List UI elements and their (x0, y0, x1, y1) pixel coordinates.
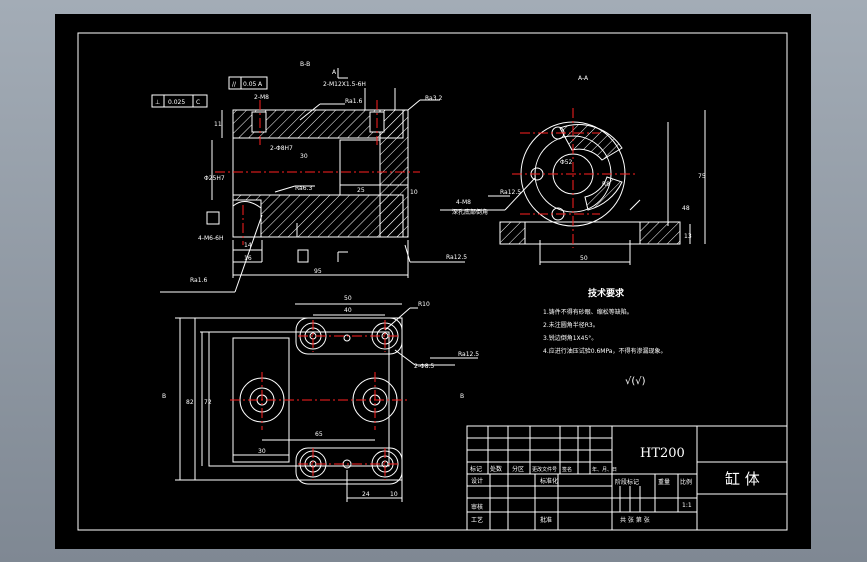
dim-10: 10 (410, 189, 418, 196)
tech-req-title: 技术要求 (588, 287, 625, 299)
roughness-5: Ra1.6 (190, 277, 207, 284)
dim-25: 25 (357, 187, 365, 194)
side-dim-d: Φ52 (560, 159, 573, 166)
top-dim-r10: R10 (418, 301, 430, 308)
top-mark-b-right: B (460, 393, 464, 400)
tb-approve: 批准 (540, 516, 552, 524)
roughness-1: Ra1.6 (345, 98, 362, 105)
tech-req-item: 2.未注圆角半径R3。 (543, 321, 599, 329)
drawing-viewport[interactable]: B-B A 0.05 // A ⊥ 0.025 C 2-M8 2-Φ8H7 2-… (55, 14, 811, 549)
tb-row1-col5: 签名 (562, 466, 572, 473)
datum-c-label: C (196, 99, 200, 106)
tb-row1-col6: 年、月、日 (592, 466, 617, 473)
top-dim-65: 65 (315, 431, 323, 438)
top-dim-10: 10 (390, 491, 398, 498)
top-dim-82: 82 (186, 399, 194, 406)
side-dim-48: 48 (682, 205, 690, 212)
dim-16: 16 (244, 255, 252, 262)
drawing-border (77, 32, 788, 531)
tol-perp-value: 0.025 (168, 99, 185, 106)
roughness-2: Ra3.2 (425, 95, 442, 102)
tb-scale: 1:1 (682, 502, 692, 509)
side-thread-label: 4-M8 (456, 199, 471, 206)
tb-standard: 标准化 (540, 477, 558, 485)
side-note: 深孔底部倒角 (452, 208, 488, 216)
material-label: HT200 (640, 446, 685, 461)
side-roughness: Ra12.5 (500, 189, 521, 196)
dim-width: 95 (314, 268, 322, 275)
centerlines (215, 100, 635, 480)
front-section-mark: A (332, 69, 337, 76)
side-dim-50: 50 (580, 255, 588, 262)
top-view (175, 303, 478, 502)
side-dim-r: R8 (602, 181, 610, 188)
tol-parallel-value: 0.05 (243, 81, 257, 88)
drawing-canvas: B-B A 0.05 // A ⊥ 0.025 C 2-M8 2-Φ8H7 2-… (77, 32, 788, 531)
top-roughness: Ra12.5 (458, 351, 479, 358)
dim-h: 11 (214, 121, 222, 128)
side-dim-13: 13 (684, 233, 692, 240)
hole-label-2: 2-Φ8H7 (270, 145, 293, 152)
top-mark-b-left: B (162, 393, 166, 400)
dim-bore: Φ25H7 (204, 175, 225, 182)
roughness-4: Ra12.5 (446, 254, 467, 261)
top-dim-30: 30 (258, 448, 266, 455)
parallel-icon: // (232, 81, 237, 88)
tb-review: 审核 (471, 503, 483, 511)
dim-left: 4-M6-6H (198, 235, 223, 242)
roughness-symbol: √(√) (625, 376, 646, 387)
tb-row1-col2: 处数 (490, 465, 502, 473)
tb-designer: 设计 (471, 477, 483, 485)
top-dim-40: 40 (344, 307, 352, 314)
dim-14: 14 (244, 242, 252, 249)
hole-label-1: 2-M8 (254, 94, 269, 101)
top-hole-label: 2-Φ8.5 (414, 363, 434, 370)
side-section-label: A-A (578, 75, 589, 82)
perp-icon: ⊥ (155, 99, 160, 106)
tech-req-item: 3.锐边倒角1X45°。 (543, 334, 597, 342)
tb-process: 工艺 (471, 516, 483, 524)
hole-label-3: 2-M12X1.5-6H (323, 81, 366, 88)
tb-row1-col1: 标记 (470, 465, 482, 473)
front-section-view (151, 68, 465, 293)
top-dim-50: 50 (344, 295, 352, 302)
tb-scale-label: 比例 (680, 478, 692, 486)
tb-row1-col4: 更改文件号 (532, 466, 557, 473)
front-section-label: B-B (300, 61, 310, 68)
dim-30: 30 (300, 153, 308, 160)
tech-requirements: 技术要求 1.铸件不得有砂眼、缩松等缺陷。 2.未注圆角半径R3。 3.锐边倒角… (543, 287, 666, 387)
tb-sheet: 共 张 第 张 (620, 516, 650, 524)
tb-stage: 阶段标记 (615, 478, 639, 486)
tb-row1-col3: 分区 (512, 465, 524, 473)
tech-req-item: 4.应进行油压试验0.6MPa，不得有渗漏现象。 (543, 347, 666, 355)
title-block (466, 425, 788, 531)
tb-weight: 重量 (658, 478, 670, 486)
top-dim-24: 24 (362, 491, 370, 498)
roughness-3: Ra6.3 (295, 185, 312, 192)
side-dim-75: 75 (698, 173, 706, 180)
top-dim-72: 72 (204, 399, 212, 406)
tech-req-item: 1.铸件不得有砂眼、缩松等缺陷。 (543, 308, 633, 316)
part-name: 缸 体 (725, 470, 760, 488)
datum-a-label: A (258, 81, 263, 88)
